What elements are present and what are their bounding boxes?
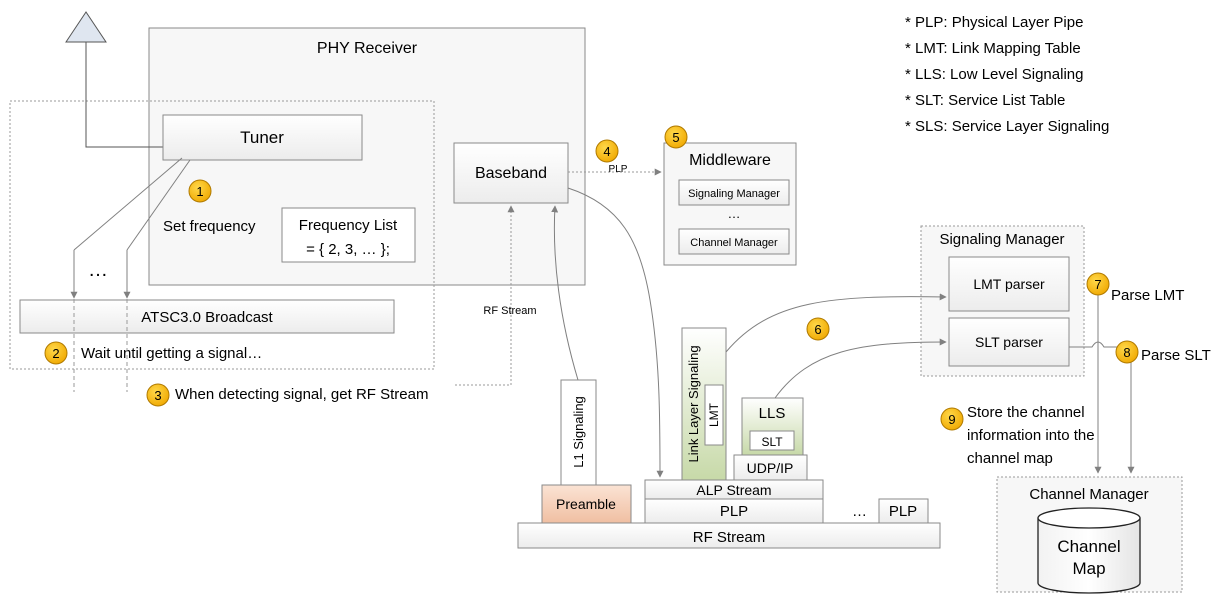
slt-parser-box: [948, 317, 1070, 367]
lls-label: LLS: [759, 405, 786, 422]
parse-lmt-text: Parse LMT: [1111, 287, 1184, 304]
broadcast-area: [9, 100, 435, 370]
legend-slt: * SLT: Service List Table: [905, 92, 1065, 109]
lmt-label: LMT: [707, 402, 721, 427]
link-layer-signaling-label: Link Layer Signaling: [686, 345, 701, 462]
plp-arrow-label: PLP: [609, 164, 628, 175]
udp-ip-label: UDP/IP: [747, 460, 794, 476]
legend-sls: * SLS: Service Layer Signaling: [905, 118, 1109, 135]
signaling-manager-title: Signaling Manager: [939, 231, 1064, 248]
parse-slt-text: Parse SLT: [1141, 347, 1211, 364]
step-marker-2: 2: [44, 341, 68, 365]
antenna-icon: [65, 11, 163, 148]
step-marker-6: 6: [806, 317, 830, 341]
step-marker-3: 3: [146, 383, 170, 407]
plp2-label: PLP: [889, 503, 917, 520]
svg-text:6: 6: [814, 322, 821, 337]
broadcast-ellipsis: …: [88, 259, 108, 281]
store-text-line2: information into the: [967, 427, 1095, 444]
lmt-box: [704, 384, 724, 446]
l1-signaling-box: [560, 379, 597, 486]
svg-text:3: 3: [154, 388, 161, 403]
stack-ellipsis: …: [852, 503, 867, 520]
preamble-box: [541, 484, 632, 524]
svg-text:9: 9: [948, 412, 955, 427]
step-marker-9: 9: [940, 407, 964, 431]
rf-stream-bar-label: RF Stream: [693, 529, 766, 546]
tuner-line-1: [73, 157, 183, 251]
svg-text:7: 7: [1094, 277, 1101, 292]
lmt-parser-box: [948, 256, 1070, 312]
l1-to-baseband-arrow: [551, 205, 579, 381]
baseband-label: Baseband: [475, 165, 547, 182]
baseband-to-alp-arrow: [567, 187, 664, 478]
channel-map-line1: Channel: [1057, 537, 1120, 556]
svg-text:4: 4: [603, 144, 610, 159]
plp-bar: [644, 498, 824, 524]
slt-to-channel-arrow: [1069, 341, 1135, 474]
rf-stream-label: RF Stream: [483, 305, 536, 317]
broadcast-label: ATSC3.0 Broadcast: [141, 309, 273, 326]
legend-lls: * LLS: Low Level Signaling: [905, 66, 1083, 83]
channel-manager-title: Channel Manager: [1029, 486, 1148, 503]
phy-receiver-title: PHY Receiver: [317, 40, 418, 57]
svg-text:2: 2: [52, 346, 59, 361]
tuner-label: Tuner: [240, 128, 284, 147]
tuner-box: [162, 114, 363, 161]
legend-plp: * PLP: Physical Layer Pipe: [905, 14, 1083, 31]
baseband-box: [453, 142, 569, 204]
svg-text:1: 1: [196, 184, 203, 199]
svg-text:5: 5: [672, 130, 679, 145]
step-marker-7: 7: [1086, 272, 1110, 296]
channel-map-cylinder: [1037, 507, 1141, 594]
lmt-to-parser-arrow: [725, 293, 947, 353]
l1-signaling-label: L1 Signaling: [571, 396, 586, 468]
slt-box: [749, 430, 795, 451]
frequency-list-values: = { 2, 3, … };: [306, 241, 390, 258]
store-text-line1: Store the channel: [967, 404, 1085, 421]
middleware-signaling-manager: [678, 179, 790, 206]
slt-label: SLT: [761, 435, 783, 449]
store-text-line3: channel map: [967, 450, 1053, 467]
slt-parser-label: SLT parser: [975, 334, 1043, 350]
tuner-line-2: [126, 159, 191, 251]
middleware-ellipsis: …: [728, 206, 741, 221]
alp-stream-label: ALP Stream: [696, 482, 771, 498]
middleware-channel-manager: [678, 228, 790, 255]
lmt-parser-label: LMT parser: [973, 276, 1045, 292]
frequency-list-title: Frequency List: [299, 217, 398, 234]
broadcast-box: [19, 299, 395, 334]
svg-text:8: 8: [1123, 345, 1130, 360]
legend-lmt: * LMT: Link Mapping Table: [905, 40, 1081, 57]
rf-stream-bar: [517, 522, 941, 549]
middleware-title: Middleware: [689, 152, 771, 169]
wait-text: Wait until getting a signal…: [81, 345, 262, 362]
frequency-list-box: [281, 207, 416, 263]
rf-stream-arrow: [455, 205, 515, 386]
step-marker-8: 8: [1115, 340, 1139, 364]
preamble-label: Preamble: [556, 496, 616, 512]
step-marker-1: 1: [188, 179, 212, 203]
slt-to-parser-arrow: [774, 338, 947, 399]
middleware-signaling-manager-label: Signaling Manager: [688, 188, 780, 200]
plp2-box: [878, 498, 929, 524]
set-frequency-text: Set frequency: [163, 218, 256, 235]
step-marker-5: 5: [664, 125, 688, 149]
middleware-channel-manager-label: Channel Manager: [690, 237, 778, 249]
channel-map-line2: Map: [1072, 559, 1105, 578]
plp-bar-label: PLP: [720, 503, 748, 520]
step-marker-4: 4: [595, 139, 619, 163]
detect-text: When detecting signal, get RF Stream: [175, 386, 428, 403]
